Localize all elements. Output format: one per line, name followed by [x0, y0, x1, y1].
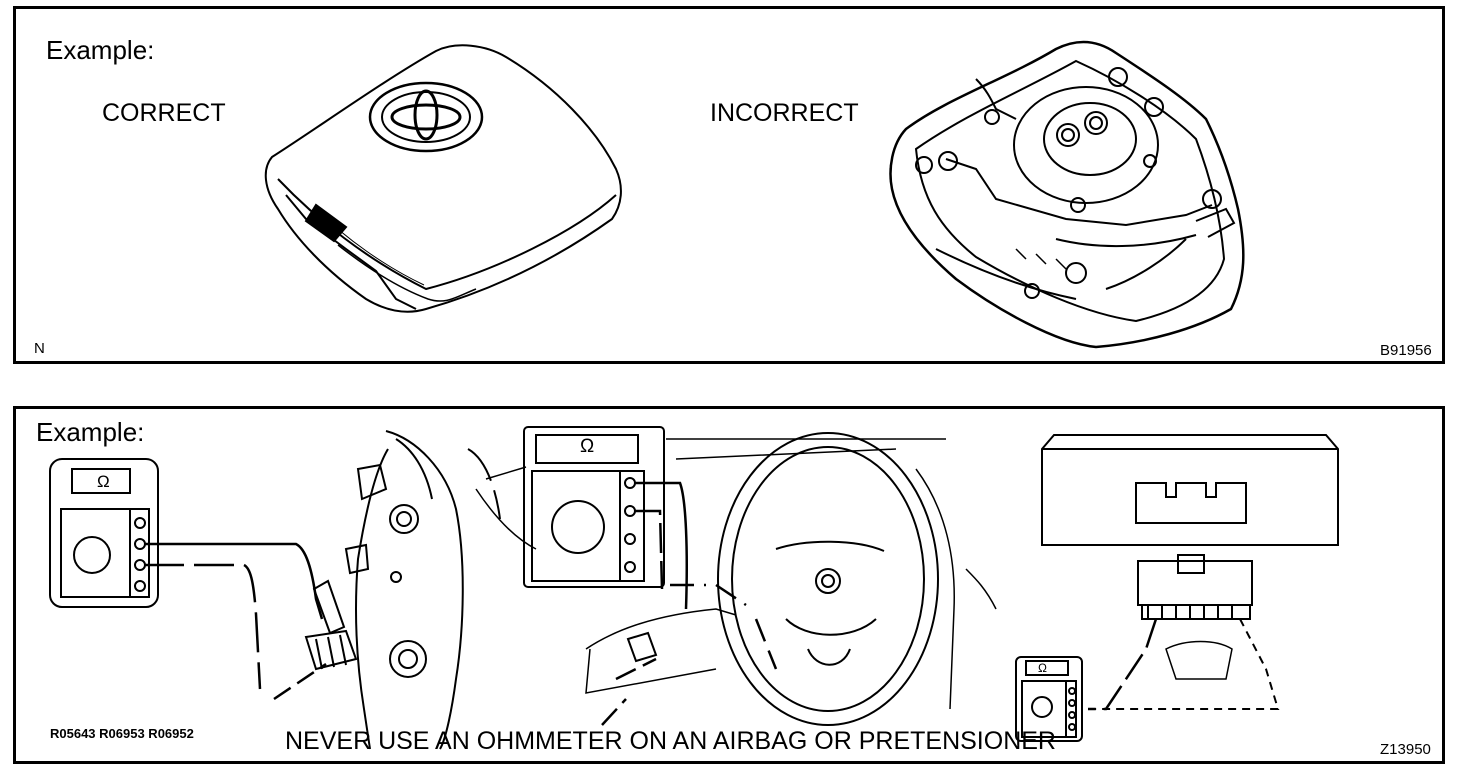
incorrect-label: INCORRECT [710, 99, 859, 127]
example-label: Example: [46, 35, 155, 65]
example-label: Example: [36, 417, 145, 447]
ohmmeter-2 [524, 427, 687, 609]
airbag-connector-illustration [1042, 435, 1338, 709]
figure-code: B91956 [1380, 342, 1432, 359]
ohmmeter-2-symbol: Ω [580, 436, 595, 457]
figure-code: Z13950 [1380, 741, 1431, 758]
ohmmeter-warning-panel: Example: R05643 R06953 R06952 NEVER USE … [13, 406, 1445, 764]
airbag-face-down-illustration [891, 42, 1244, 347]
reference-codes: R05643 R06953 R06952 [50, 726, 194, 741]
corner-mark: N [34, 340, 45, 357]
correct-label: CORRECT [102, 99, 226, 127]
ohmmeter-3 [1016, 657, 1082, 741]
correct-incorrect-panel: Example: CORRECT INCORRECT N B91956 [13, 6, 1445, 364]
seat-belt-pretensioner-illustration [274, 431, 500, 749]
ohmmeter-3-symbol: Ω [1038, 661, 1047, 675]
steering-wheel-illustration [476, 433, 996, 725]
ohmmeter-1-symbol: Ω [97, 472, 110, 491]
airbag-illustrations [16, 9, 1442, 361]
ohmmeter-1 [50, 459, 344, 689]
airbag-face-up-illustration [266, 45, 621, 311]
warning-text: NEVER USE AN OHMMETER ON AN AIRBAG OR PR… [285, 727, 1056, 755]
ohmmeter-illustrations [16, 409, 1442, 761]
